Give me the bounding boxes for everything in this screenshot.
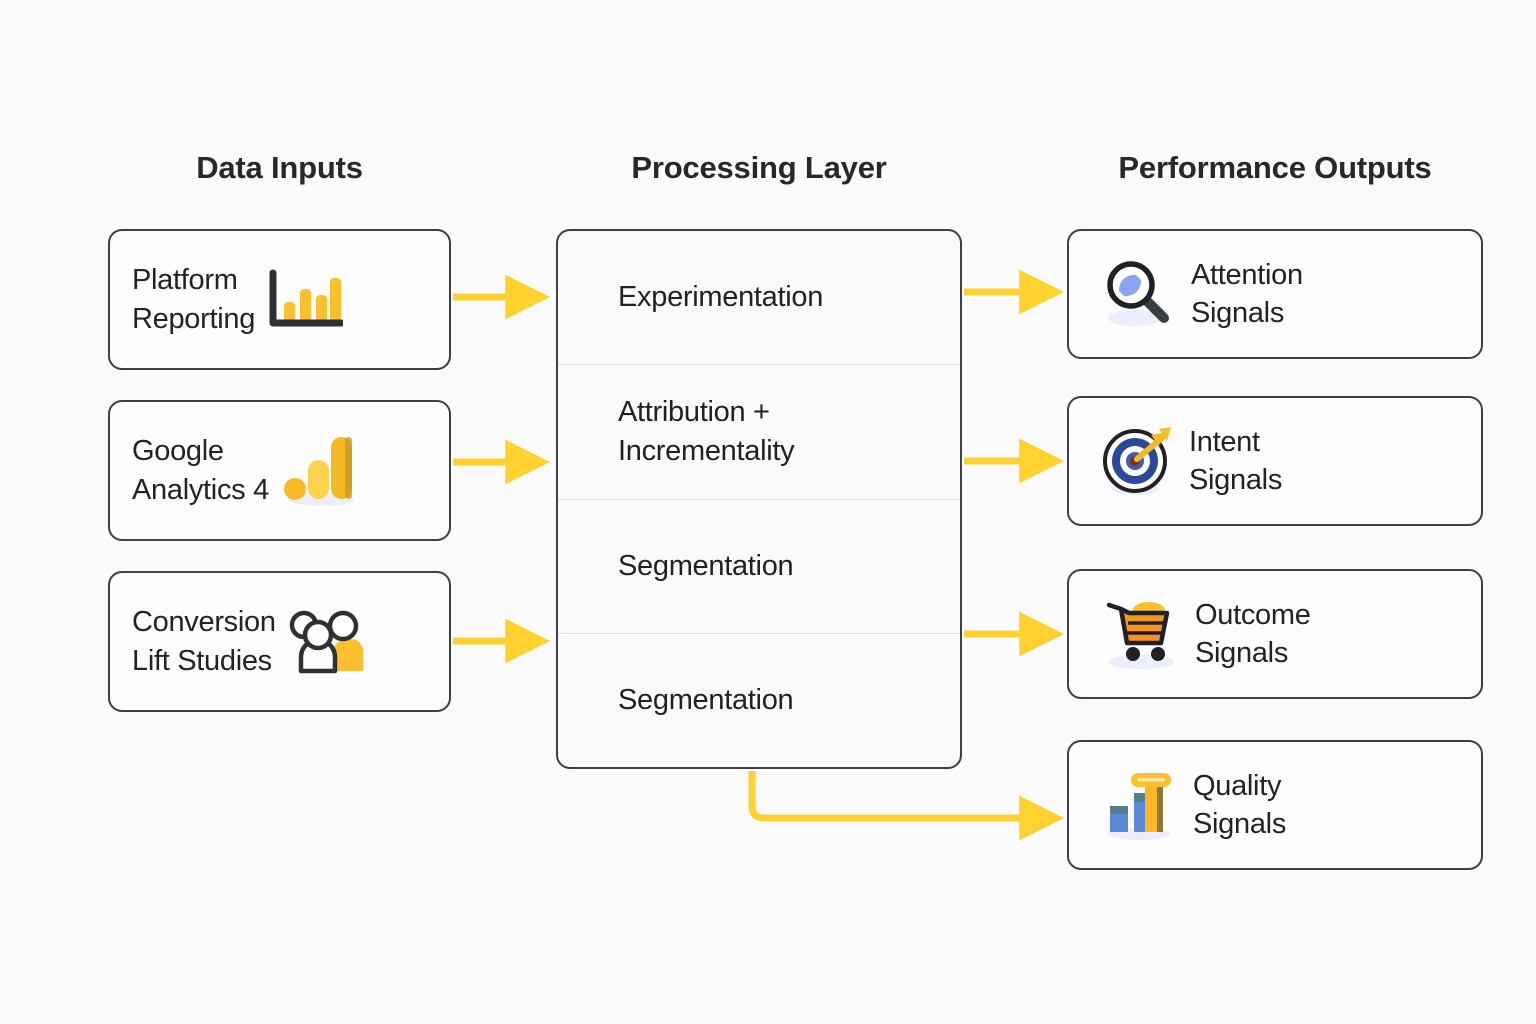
output-card-label: Quality Signals — [1193, 769, 1287, 840]
column-title-data-inputs: Data Inputs — [196, 150, 363, 185]
output-card-label: Attention Signals — [1191, 258, 1303, 329]
output-card-attention-signals[interactable]: Attention Signals — [1067, 229, 1483, 359]
google-analytics-icon — [283, 436, 354, 506]
process-row-label: Attribution + Incrementality — [618, 396, 795, 467]
magnifying-glass-icon — [1107, 261, 1169, 326]
people-group-icon — [289, 610, 363, 673]
output-card-quality-signals[interactable]: Quality Signals — [1067, 740, 1483, 870]
process-row-segmentation-1[interactable]: Segmentation — [558, 498, 960, 633]
column-title-processing-layer: Processing Layer — [631, 150, 887, 185]
input-card-google-analytics-4[interactable]: Google Analytics 4 — [108, 400, 451, 541]
input-card-platform-reporting[interactable]: Platform Reporting — [108, 229, 451, 370]
processing-layer-box: Experimentation Attribution + Incrementa… — [556, 229, 962, 769]
process-row-label: Segmentation — [618, 549, 794, 582]
shopping-cart-icon — [1106, 602, 1174, 669]
input-card-label: Conversion Lift Studies — [132, 606, 276, 677]
input-card-label: Platform Reporting — [132, 264, 256, 335]
process-row-segmentation-2[interactable]: Segmentation — [558, 632, 960, 767]
process-row-label: Segmentation — [618, 684, 794, 717]
bar-chart-blue-icon — [1108, 773, 1171, 840]
process-row-label: Experimentation — [618, 281, 824, 314]
output-card-intent-signals[interactable]: Intent Signals — [1067, 396, 1483, 526]
output-card-label: Intent Signals — [1189, 425, 1283, 496]
input-card-conversion-lift-studies[interactable]: Conversion Lift Studies — [108, 571, 451, 712]
target-arrow-icon — [1103, 427, 1171, 495]
process-row-attribution-incrementality[interactable]: Attribution + Incrementality — [558, 364, 960, 498]
output-card-outcome-signals[interactable]: Outcome Signals — [1067, 569, 1483, 699]
output-card-label: Outcome Signals — [1195, 598, 1311, 669]
input-card-label: Google Analytics 4 — [132, 435, 269, 506]
arrow-process-to-quality — [748, 771, 1064, 841]
column-title-performance-outputs: Performance Outputs — [1118, 150, 1432, 185]
bar-chart-icon — [269, 269, 344, 326]
process-row-experimentation[interactable]: Experimentation — [558, 231, 960, 364]
